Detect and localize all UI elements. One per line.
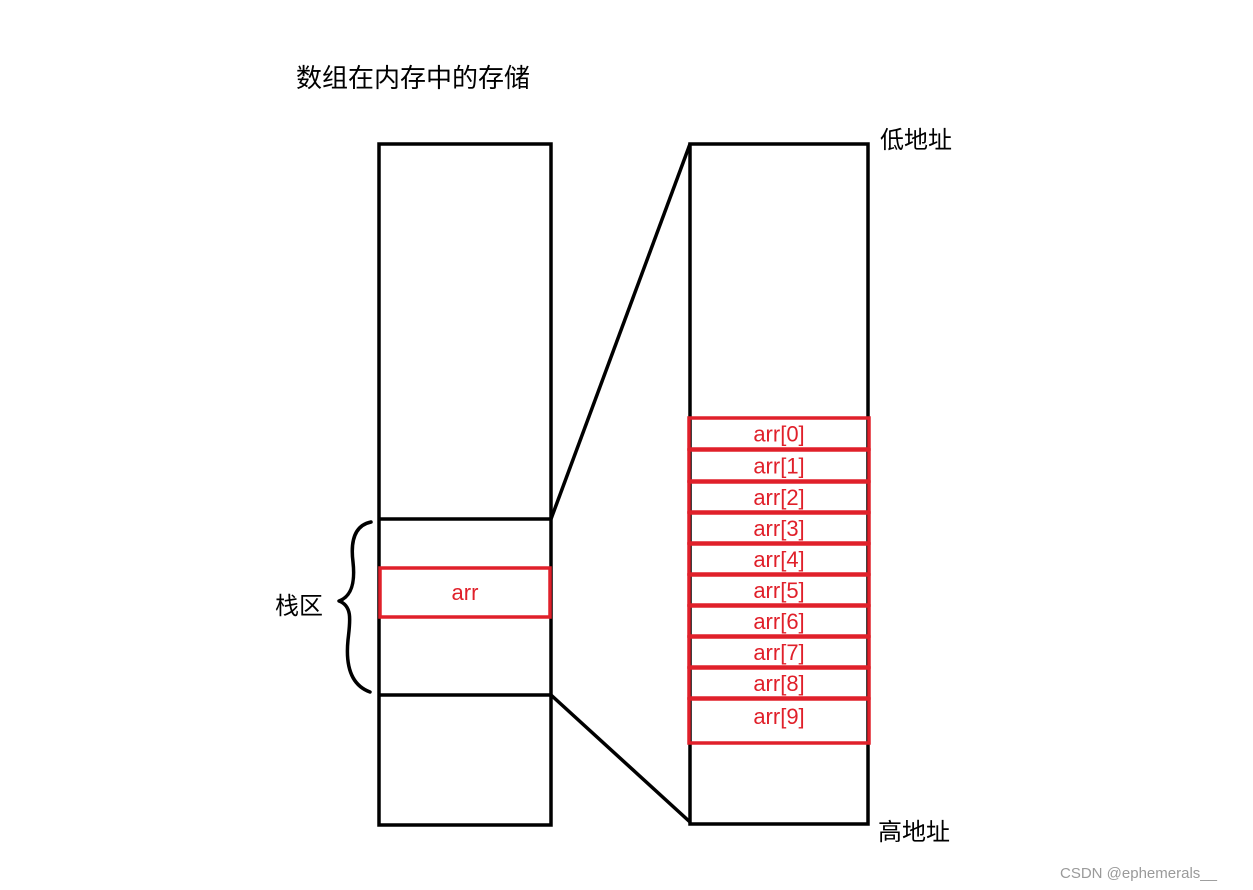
watermark: CSDN @ephemerals__ <box>1060 865 1218 882</box>
array-element-cells: arr[0] arr[1] arr[2] arr[3] arr[4] arr[5] arr[… <box>687 416 871 745</box>
array-element-label: arr[4] <box>753 547 804 572</box>
array-element-label: arr[8] <box>753 671 804 696</box>
array-element-label: arr[5] <box>753 578 804 603</box>
array-element-cell <box>687 697 871 745</box>
arr-cell-label: arr <box>452 580 479 605</box>
arr-cell <box>378 566 552 619</box>
array-element-label: arr[7] <box>753 640 804 665</box>
array-element-label: arr[9] <box>753 704 804 729</box>
stack-region-label: 栈区 <box>275 592 323 620</box>
zoom-connector-top <box>549 143 692 520</box>
array-element-label: arr[2] <box>753 485 804 510</box>
high-address-label: 高地址 <box>878 818 950 846</box>
diagram-title: 数组在内存中的存储 <box>296 64 530 94</box>
array-element-label: arr[6] <box>753 609 804 634</box>
memory-column <box>377 142 553 827</box>
low-address-label: 低地址 <box>880 126 952 154</box>
zoom-connector-bottom <box>549 693 692 824</box>
stack-region-brace <box>337 520 373 694</box>
array-element-label: arr[0] <box>753 422 804 447</box>
array-element-label: arr[1] <box>753 454 804 479</box>
array-element-label: arr[3] <box>753 516 804 541</box>
